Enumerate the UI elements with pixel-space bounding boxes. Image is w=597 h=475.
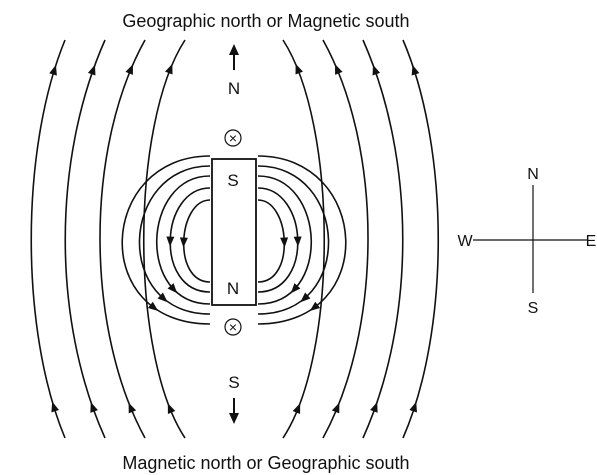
earth-line-left-3-arrow-1 bbox=[128, 402, 137, 414]
loop-left-inner-3-arrow-1 bbox=[167, 283, 178, 294]
north-arrow-label: N bbox=[228, 79, 240, 98]
loop-left-inner-3 bbox=[156, 175, 211, 305]
compass-north-label: N bbox=[527, 166, 539, 183]
earth-line-left-1 bbox=[30, 39, 66, 439]
bottom-caption: Magnetic north or Geographic south bbox=[122, 453, 409, 473]
compass-east-label: E bbox=[586, 233, 597, 250]
loop-right-inner-2-arrow-1 bbox=[293, 236, 302, 247]
compass-west-label: W bbox=[457, 233, 473, 250]
top-caption: Geographic north or Magnetic south bbox=[122, 11, 409, 31]
loop-left-inner-1 bbox=[182, 199, 211, 283]
south-direction-arrow: S bbox=[228, 373, 240, 424]
earth-line-left-4-arrow-2 bbox=[165, 63, 173, 75]
loop-left-inner-5 bbox=[121, 155, 211, 325]
bar-magnet: S N bbox=[211, 158, 257, 306]
null-point-top-symbol: × bbox=[229, 130, 237, 146]
loop-right-inner-3 bbox=[257, 175, 312, 305]
earth-line-right-3-arrow-1 bbox=[370, 401, 378, 413]
loop-left-inner-2 bbox=[169, 187, 211, 293]
earth-line-right-4-arrow-1 bbox=[409, 401, 417, 413]
earth-line-right-3-arrow-2 bbox=[372, 64, 381, 76]
magnet-top-pole: S bbox=[227, 171, 238, 190]
earth-line-right-2 bbox=[322, 39, 369, 439]
earth-line-right-2-arrow-1 bbox=[331, 402, 340, 414]
earth-line-left-2-arrow-2 bbox=[87, 64, 96, 76]
loop-left-inner-2-arrow-1 bbox=[166, 236, 175, 247]
null-point-bottom: × bbox=[224, 318, 242, 336]
south-arrow-label: S bbox=[228, 373, 239, 392]
loop-right-inner-1 bbox=[257, 199, 286, 283]
loop-right-inner-1-arrow-1 bbox=[280, 237, 289, 248]
earth-line-left-4-arrow-1 bbox=[167, 403, 176, 415]
earth-line-left-1-arrow-1 bbox=[51, 401, 60, 413]
earth-line-left-3-arrow-2 bbox=[125, 64, 133, 75]
north-direction-arrow: N bbox=[228, 44, 240, 98]
earth-line-left-2 bbox=[64, 39, 106, 439]
earth-line-right-1-arrow-1 bbox=[292, 403, 301, 415]
earth-line-right-4-arrow-2 bbox=[411, 64, 420, 76]
earth-line-right-3 bbox=[362, 39, 404, 439]
loop-left-inner-5-arrow-1 bbox=[147, 301, 159, 311]
earth-line-right-2-arrow-2 bbox=[335, 64, 343, 75]
earth-line-left-3 bbox=[99, 39, 146, 439]
null-point-bottom-symbol: × bbox=[229, 319, 237, 335]
loop-right-inner-5 bbox=[257, 155, 347, 325]
loop-right-inner-2 bbox=[257, 187, 299, 293]
earth-line-right-4 bbox=[402, 39, 439, 439]
magnetic-field-lines bbox=[30, 39, 439, 439]
compass-rose: N S W E bbox=[457, 166, 596, 317]
earth-line-left-1-arrow-2 bbox=[49, 64, 57, 76]
loop-left-inner-4 bbox=[138, 165, 211, 315]
earth-line-right-1 bbox=[282, 39, 325, 439]
loop-right-inner-3-arrow-1 bbox=[290, 283, 301, 294]
earth-line-left-4 bbox=[143, 39, 186, 439]
magnet-bottom-pole: N bbox=[227, 279, 239, 298]
loop-left-inner-1-arrow-1 bbox=[179, 237, 188, 248]
loop-right-inner-4-arrow-1 bbox=[300, 292, 311, 303]
earth-line-right-1-arrow-2 bbox=[295, 63, 303, 75]
loop-left-inner-4-arrow-1 bbox=[157, 292, 168, 303]
compass-south-label: S bbox=[528, 300, 539, 317]
loop-right-inner-5-arrow-1 bbox=[309, 301, 321, 311]
earth-line-left-2-arrow-1 bbox=[90, 402, 98, 413]
loop-right-inner-4 bbox=[257, 165, 330, 315]
null-point-top: × bbox=[224, 129, 242, 147]
